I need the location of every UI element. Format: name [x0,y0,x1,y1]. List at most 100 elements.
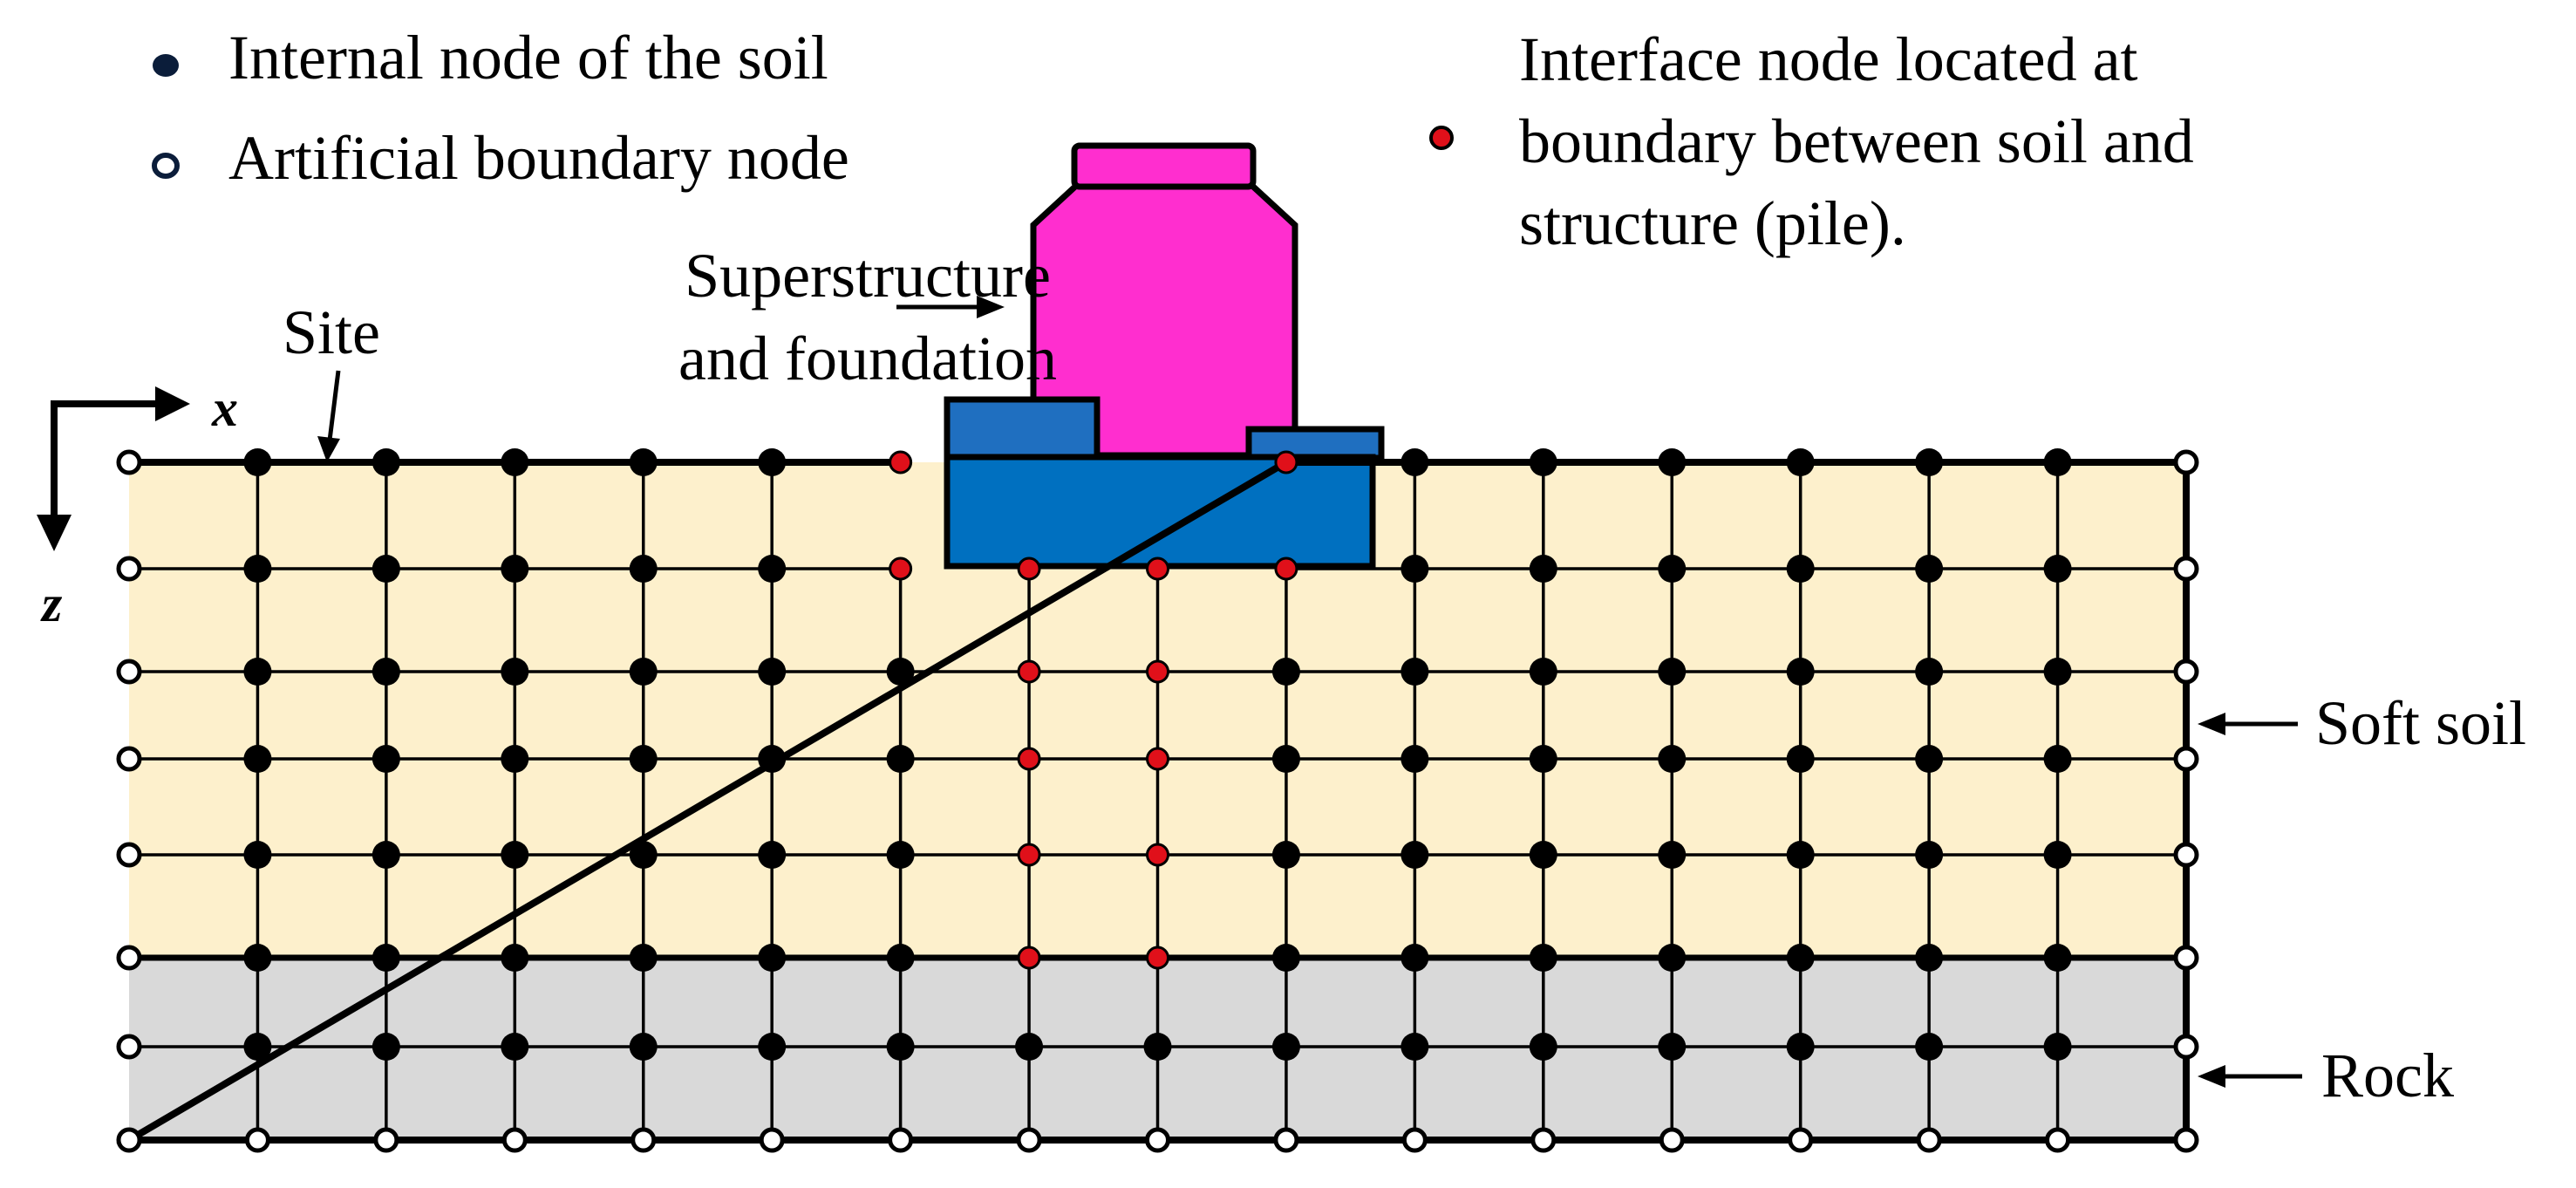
legend-interface-node-line-3: structure (pile). [1519,188,1906,258]
internal-node [1786,658,1815,686]
boundary-node [116,556,142,582]
internal-node [1658,944,1687,972]
internal-node [1915,658,1944,686]
interface-node [1146,843,1169,867]
superstructure-arrowhead [977,296,1005,318]
interface-node [1146,747,1169,771]
internal-node [1658,555,1687,583]
boundary-node [2173,746,2199,772]
site-arrow [327,370,341,441]
soft-soil-label: Soft soil [2315,688,2526,758]
x-axis-arrowhead [155,386,190,421]
interface-node [1146,946,1169,970]
internal-node [243,944,272,972]
internal-node [243,745,272,773]
coordinate-axes: x z [37,379,238,632]
internal-node [1786,555,1815,583]
boundary-node [888,1127,914,1153]
boundary-node [2173,842,2199,868]
boundary-node [2173,1127,2199,1153]
site-arrowhead [317,436,340,462]
internal-node [1271,658,1300,686]
internal-node [1915,555,1944,583]
internal-node [501,555,529,583]
internal-node [371,745,400,773]
internal-node [1786,1033,1815,1061]
boundary-node [1016,1127,1042,1153]
internal-node [629,658,658,686]
internal-node [371,1033,400,1061]
internal-node [1271,944,1300,972]
internal-node [243,658,272,686]
internal-node [2043,944,2072,972]
internal-node [1529,448,1557,476]
internal-node [501,841,529,869]
x-axis-label: x [211,379,238,437]
legend-boundary-node-marker [152,153,180,179]
interface-node [1274,450,1298,475]
boundary-node [116,449,142,475]
soft-soil-arrowhead [2198,713,2225,735]
interface-node [1017,747,1041,771]
boundary-node [116,1034,142,1060]
internal-node [1529,555,1557,583]
boundary-node [1788,1127,1814,1153]
internal-node [1658,841,1687,869]
foundation-left-block [944,396,1101,461]
interface-node [1017,843,1041,867]
interface-node [1146,659,1169,684]
internal-node [371,944,400,972]
internal-node [1915,841,1944,869]
internal-node [1915,745,1944,773]
boundary-node [2173,449,2199,475]
boundary-node [2173,556,2199,582]
internal-node [758,1033,787,1061]
internal-node [243,1033,272,1061]
internal-node [629,448,658,476]
boundary-node [116,945,142,971]
internal-node [2043,1033,2072,1061]
internal-node [1529,745,1557,773]
internal-node [1786,944,1815,972]
legend: Internal node of the soil Artificial bou… [152,23,2194,258]
boundary-node [1659,1127,1685,1153]
internal-node [1915,448,1944,476]
superstructure-label-line-1: Superstructure [685,241,1051,311]
internal-node [501,745,529,773]
superstructure-cap [1071,142,1257,190]
internal-node [2043,841,2072,869]
z-axis-arrowhead [37,515,72,551]
boundary-node [116,746,142,772]
boundary-node [116,842,142,868]
internal-node [1529,658,1557,686]
internal-node [1400,745,1429,773]
interface-node [889,556,913,581]
internal-node [1400,1033,1429,1061]
legend-interface-node-line-1: Interface node located at [1519,24,2138,94]
internal-node [758,658,787,686]
internal-node [501,658,529,686]
boundary-node [1145,1127,1170,1153]
internal-node [758,841,787,869]
boundary-node [1530,1127,1557,1153]
legend-internal-node-label: Internal node of the soil [228,23,828,92]
internal-node [1400,841,1429,869]
boundary-node [2045,1127,2071,1153]
legend-interface-node-line-2: boundary between soil and [1519,106,2194,176]
internal-node [1400,944,1429,972]
internal-node [2043,555,2072,583]
internal-node [2043,745,2072,773]
internal-node [1786,745,1815,773]
internal-node [1786,448,1815,476]
mesh-nodes [116,448,2199,1153]
boundary-node [116,1127,142,1153]
interface-node [1017,659,1041,684]
boundary-node [1273,1127,1299,1153]
boundary-node [116,659,142,685]
internal-node [758,944,787,972]
internal-node [1143,1033,1172,1061]
legend-boundary-node-label: Artificial boundary node [228,123,849,193]
boundary-node [1401,1127,1428,1153]
